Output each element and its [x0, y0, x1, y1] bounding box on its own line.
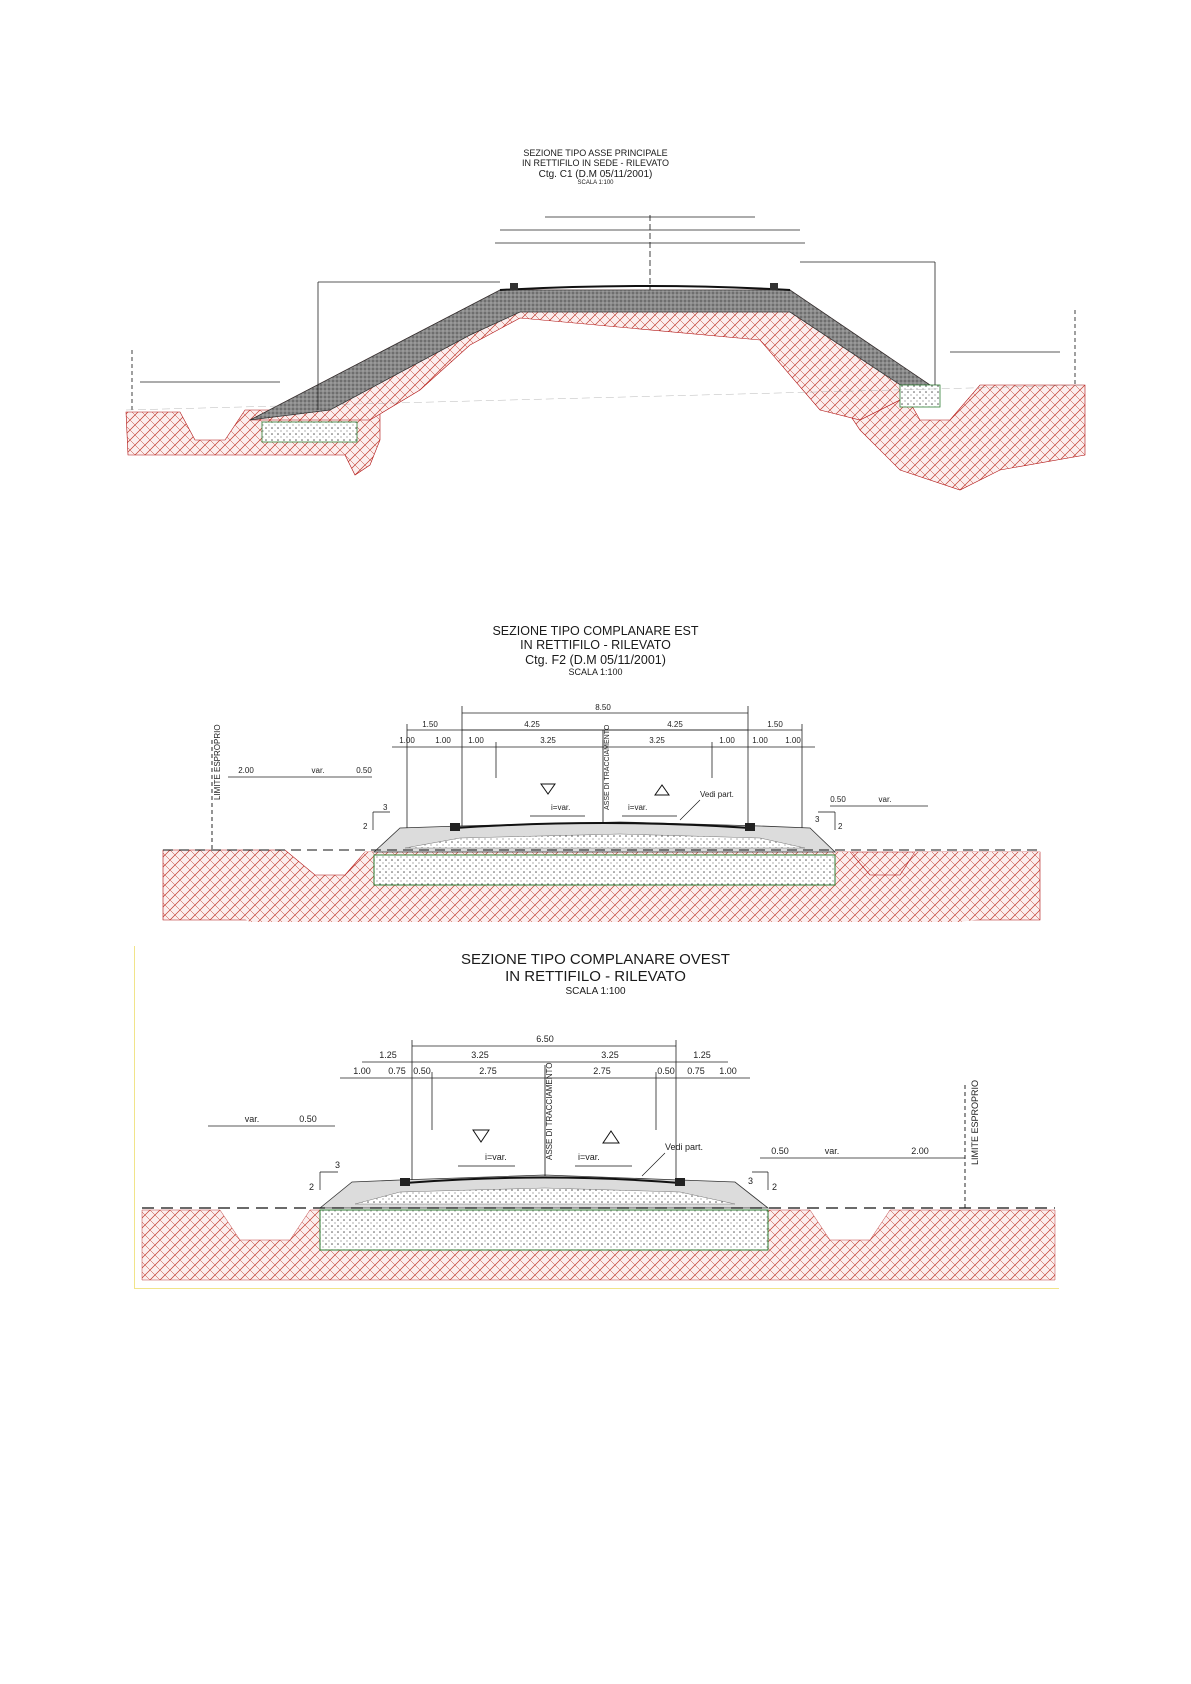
section3-dim-row-7: 1.00 [719, 1066, 737, 1076]
section3-direction-down-icon [472, 1129, 490, 1143]
section3-detail-note: Vedi part. [665, 1142, 703, 1152]
section2-title-block: SEZIONE TIPO COMPLANARE EST IN RETTIFILO… [0, 624, 1191, 677]
section2-road-surface [454, 822, 751, 829]
section3-barrier-left [400, 1178, 410, 1186]
section3-slope-right: i=var. [578, 1152, 600, 1162]
section3-dim-left-a: var. [245, 1114, 260, 1124]
section3-dim-right-b: var. [825, 1146, 840, 1156]
section3-subtitle1: IN RETTIFILO - RILEVATO [505, 968, 686, 986]
section3-dim-row-4: 2.75 [593, 1066, 611, 1076]
section2-title: SEZIONE TIPO COMPLANARE EST [492, 624, 699, 638]
section3-barrier-right [675, 1178, 685, 1186]
section1-barrier-right [770, 283, 778, 290]
section2-drawing: ASSE DI TRACCIAMENTO 8.50 4.25 4.25 1.50… [162, 703, 1041, 922]
section3-dim-row-1: 0.75 [388, 1066, 406, 1076]
section3-dim-shoulder-right-label: 1.25 [693, 1050, 711, 1060]
section2-axis-label: ASSE DI TRACCIAMENTO [604, 724, 611, 810]
section2-dim-half-left-label: 4.25 [524, 720, 540, 729]
section2-dim-row-6: 1.00 [752, 736, 768, 745]
section1-subtitle2: Ctg. C1 (D.M 05/11/2001) [538, 168, 653, 180]
section3-slope-left: i=var. [485, 1152, 507, 1162]
section2-direction-down-icon [540, 783, 556, 795]
section2-limit-label: LIMITE ESPROPRIO [213, 724, 222, 800]
section1-title: SEZIONE TIPO ASSE PRINCIPALE [523, 148, 668, 158]
section2-slope-h-left: 3 [383, 803, 388, 812]
section2-barrier-right [745, 823, 755, 831]
section3-slope-h-right: 3 [748, 1176, 753, 1186]
section2-dim-total-label: 8.50 [595, 703, 611, 712]
section1-datum [125, 384, 1086, 411]
section3-dim-row-0: 1.00 [353, 1066, 371, 1076]
section2-direction-up-icon [654, 784, 670, 796]
section1-barrier-left [510, 283, 518, 290]
section2-slope-mark-left [372, 811, 390, 830]
section2-slope-mark-right [818, 811, 836, 830]
section2-dim-row-1: 1.00 [435, 736, 451, 745]
section2-subtitle2: Ctg. F2 (D.M 05/11/2001) [525, 652, 666, 667]
section1-subtitle1: IN RETTIFILO IN SEDE - RILEVATO [521, 158, 670, 169]
section1-base-left [261, 421, 358, 443]
section2-detail-note: Vedi part. [700, 790, 734, 799]
section3-dim-shoulder-left-label: 1.25 [379, 1050, 397, 1060]
section2-dim-row-4: 3.25 [649, 736, 665, 745]
section3-dim-left-b: 0.50 [299, 1114, 317, 1124]
section2-dim-shoulder-right-label: 1.50 [767, 720, 783, 729]
section1-drawing [125, 215, 1086, 491]
section3-dim-half-left-label: 3.25 [471, 1050, 489, 1060]
section3-dim-half-right-label: 3.25 [601, 1050, 619, 1060]
section1-title-block: SEZIONE TIPO ASSE PRINCIPALE IN RETTIFIL… [0, 148, 1191, 187]
section3-subbase [354, 1187, 736, 1205]
section2-dim-row-5: 1.00 [719, 736, 735, 745]
section2-dim-row-3: 3.25 [540, 736, 556, 745]
section2-barrier-left [450, 823, 460, 831]
section3-dim-total-label: 6.50 [536, 1034, 554, 1044]
section2-dim-half-right-label: 4.25 [667, 720, 683, 729]
section3-frame [134, 946, 1059, 1289]
section3-dim-right-a: 0.50 [771, 1146, 789, 1156]
section2-dim-right-a: 0.50 [830, 795, 846, 804]
section3-slope-v-right: 2 [772, 1182, 777, 1192]
section2-dim-left-a: 2.00 [238, 766, 254, 775]
section3-slope-mark-left [319, 1171, 338, 1190]
section3-road-surface [404, 1176, 681, 1184]
section2-scale: SCALA 1:100 [568, 667, 623, 678]
section2-slope-v-right: 2 [838, 822, 843, 831]
section2-subbase [404, 833, 806, 849]
section3-direction-up-icon [602, 1130, 620, 1144]
section2-slope-left: i=var. [551, 803, 570, 812]
section3-title-block: SEZIONE TIPO COMPLANARE OVEST IN RETTIFI… [0, 951, 1191, 997]
section3-drawing: ASSE DI TRACCIAMENTO 6.50 3.25 3.25 1.25… [141, 1034, 1056, 1281]
section1-scale: SCALA 1:100 [577, 180, 614, 187]
section3-dim-row-2: 0.50 [413, 1066, 431, 1076]
section3-title: SEZIONE TIPO COMPLANARE OVEST [461, 951, 730, 968]
section3-dim-right-c: 2.00 [911, 1146, 929, 1156]
section2-dim-left-b: var. [312, 766, 325, 775]
section2-dim-left-c: 0.50 [356, 766, 372, 775]
section2-dim-shoulder-left-label: 1.50 [422, 720, 438, 729]
section2-dim-row-2: 1.00 [468, 736, 484, 745]
section3-dim-row-3: 2.75 [479, 1066, 497, 1076]
section3-dim-row-6: 0.75 [687, 1066, 705, 1076]
section3-limit-label: LIMITE ESPROPRIO [970, 1080, 980, 1165]
section3-scale: SCALA 1:100 [565, 985, 626, 997]
section2-detail-leader [679, 799, 701, 821]
section3-slope-v-left: 2 [309, 1182, 314, 1192]
section3-base-layer [319, 1209, 769, 1251]
section3-detail-leader [641, 1152, 666, 1177]
section2-dim-row-0: 1.00 [399, 736, 415, 745]
section3-slope-h-left: 3 [335, 1160, 340, 1170]
section2-subtitle1: IN RETTIFILO - RILEVATO [520, 638, 671, 653]
section3-dim-row-5: 0.50 [657, 1066, 675, 1076]
section2-slope-v-left: 2 [363, 822, 368, 831]
section2-dim-right-b: var. [879, 795, 892, 804]
section1-base-right [899, 384, 941, 408]
section2-base-layer [373, 854, 836, 886]
section2-slope-h-right: 3 [815, 815, 820, 824]
section3-slope-mark-right [752, 1171, 769, 1190]
section1-road-surface [499, 285, 791, 291]
section2-dim-row-7: 1.00 [785, 736, 801, 745]
section3-axis-label: ASSE DI TRACCIAMENTO [545, 1063, 554, 1161]
section2-slope-right: i=var. [628, 803, 647, 812]
